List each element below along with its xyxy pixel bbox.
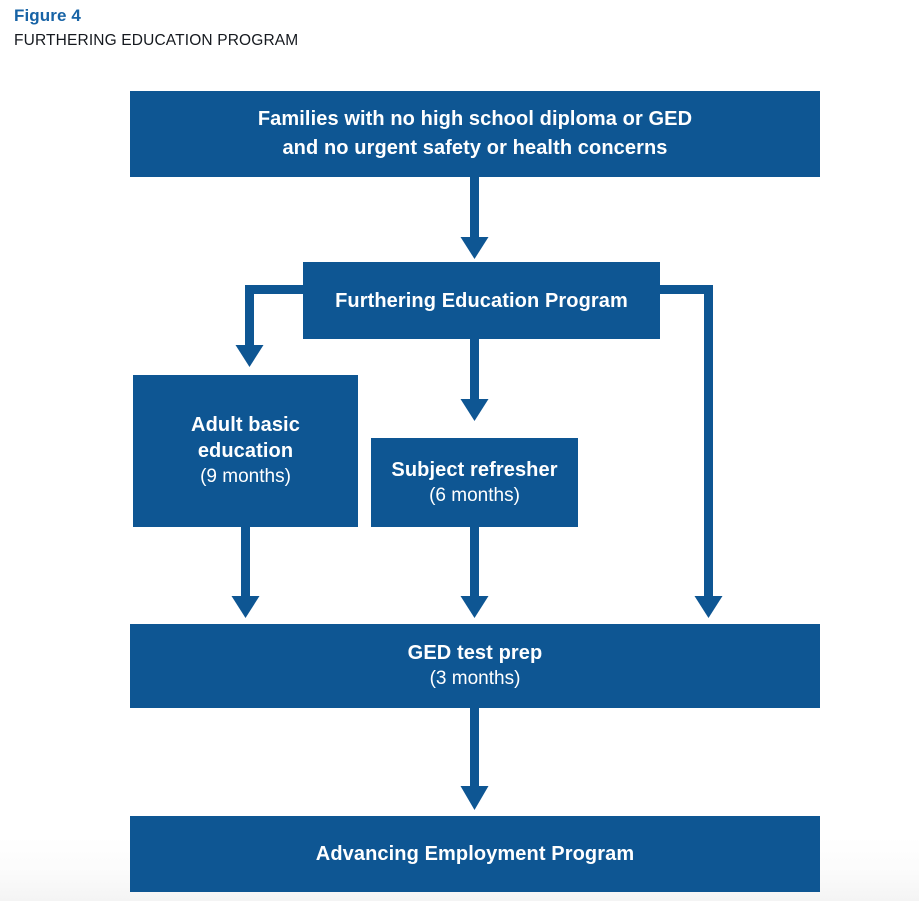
node-intake-criteria-label-line2: and no urgent safety or health concerns (282, 137, 668, 159)
node-subject-refresher-label: Subject refresher (391, 458, 558, 481)
edge-program-to-adult-basic-education (235, 285, 303, 367)
edge-adult-basic-education-to-ged-test-prep (231, 527, 260, 618)
node-ged-test-prep-label: GED test prep (407, 642, 543, 664)
node-subject-refresher[interactable]: Subject refresher (6 months) (371, 438, 578, 527)
node-subject-refresher-duration: (6 months) (429, 484, 520, 506)
node-adult-basic-education[interactable]: Adult basic education (9 months) (133, 375, 358, 527)
edge-ged-test-prep-to-advancing-employment-program (460, 708, 489, 810)
node-furthering-education-program-label: Furthering Education Program (335, 289, 628, 312)
figure-header: Figure 4 FURTHERING EDUCATION PROGRAM (14, 6, 614, 51)
node-adult-basic-education-duration: (9 months) (200, 466, 291, 487)
node-furthering-education-program[interactable]: Furthering Education Program (303, 262, 660, 339)
node-intake-criteria-label-line1: Families with no high school diploma or … (257, 108, 693, 130)
edge-intake-to-program (460, 177, 489, 259)
node-intake-criteria[interactable]: Families with no high school diploma or … (130, 91, 820, 177)
figure-number: Figure 4 (14, 6, 81, 25)
edge-program-to-subject-refresher (460, 339, 489, 421)
edge-program-to-ged-test-prep (660, 285, 723, 618)
node-advancing-employment-program[interactable]: Advancing Employment Program (130, 816, 820, 892)
node-ged-test-prep[interactable]: GED test prep (3 months) (130, 624, 820, 708)
node-advancing-employment-program-label: Advancing Employment Program (315, 843, 635, 865)
node-adult-basic-education-label: Adult basic education (191, 414, 300, 462)
figure-title: FURTHERING EDUCATION PROGRAM (14, 32, 299, 49)
node-ged-test-prep-duration: (3 months) (429, 668, 521, 689)
edge-subject-refresher-to-ged-test-prep (460, 527, 489, 618)
